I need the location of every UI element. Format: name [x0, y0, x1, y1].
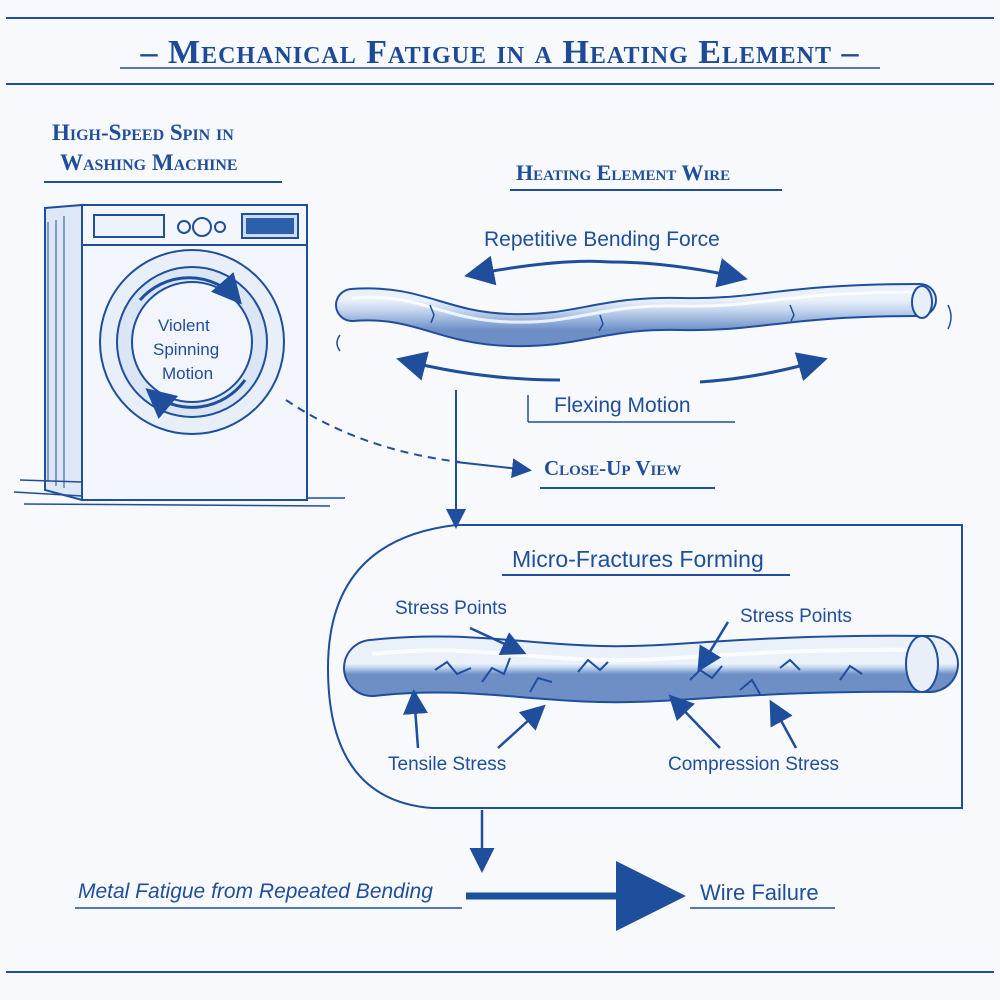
drum-label-line2: Spinning	[153, 340, 220, 359]
tensile-arrow-1	[403, 689, 428, 749]
tensile-stress-label: Tensile Stress	[388, 754, 507, 775]
diagram-title: – Mechanical Fatigue in a Heating Elemen…	[140, 34, 860, 71]
washing-machine-icon	[13, 203, 345, 507]
stress-left-arrow	[469, 626, 527, 655]
compression-stress-label: Compression Stress	[668, 754, 840, 775]
stress-right-arrow	[697, 621, 730, 673]
compression-arrow-1	[668, 694, 721, 749]
wire-heading: Heating Element Wire	[516, 160, 731, 185]
cracked-wire-icon	[343, 634, 959, 704]
stress-points-right-label: Stress Points	[740, 606, 852, 627]
washer-heading-line1: High-Speed Spin in	[52, 120, 234, 145]
closeup-frame	[326, 524, 963, 809]
drum-label-line3: Motion	[162, 364, 214, 383]
drum-label-line1: Violent	[158, 316, 210, 335]
compression-arrow-2	[769, 699, 798, 749]
closeup-label: Close-Up View	[544, 456, 682, 480]
title-frame	[6, 17, 994, 973]
bending-force-arrow	[464, 255, 611, 286]
stress-points-left-label: Stress Points	[395, 598, 507, 619]
metal-fatigue-label: Metal Fatigue from Repeated Bending	[78, 880, 433, 903]
washer-heading-line2: Washing Machine	[60, 150, 238, 175]
tensile-arrow-2	[497, 704, 546, 749]
heating-wire-icon	[335, 283, 952, 352]
closeup-heading: Micro-Fractures Forming	[512, 546, 764, 572]
dashed-connector	[285, 399, 461, 463]
wire-failure-label: Wire Failure	[700, 880, 819, 905]
flexing-arrow	[396, 351, 561, 382]
flexing-motion-label: Flexing Motion	[554, 394, 691, 417]
bending-force-label: Repetitive Bending Force	[484, 228, 720, 251]
